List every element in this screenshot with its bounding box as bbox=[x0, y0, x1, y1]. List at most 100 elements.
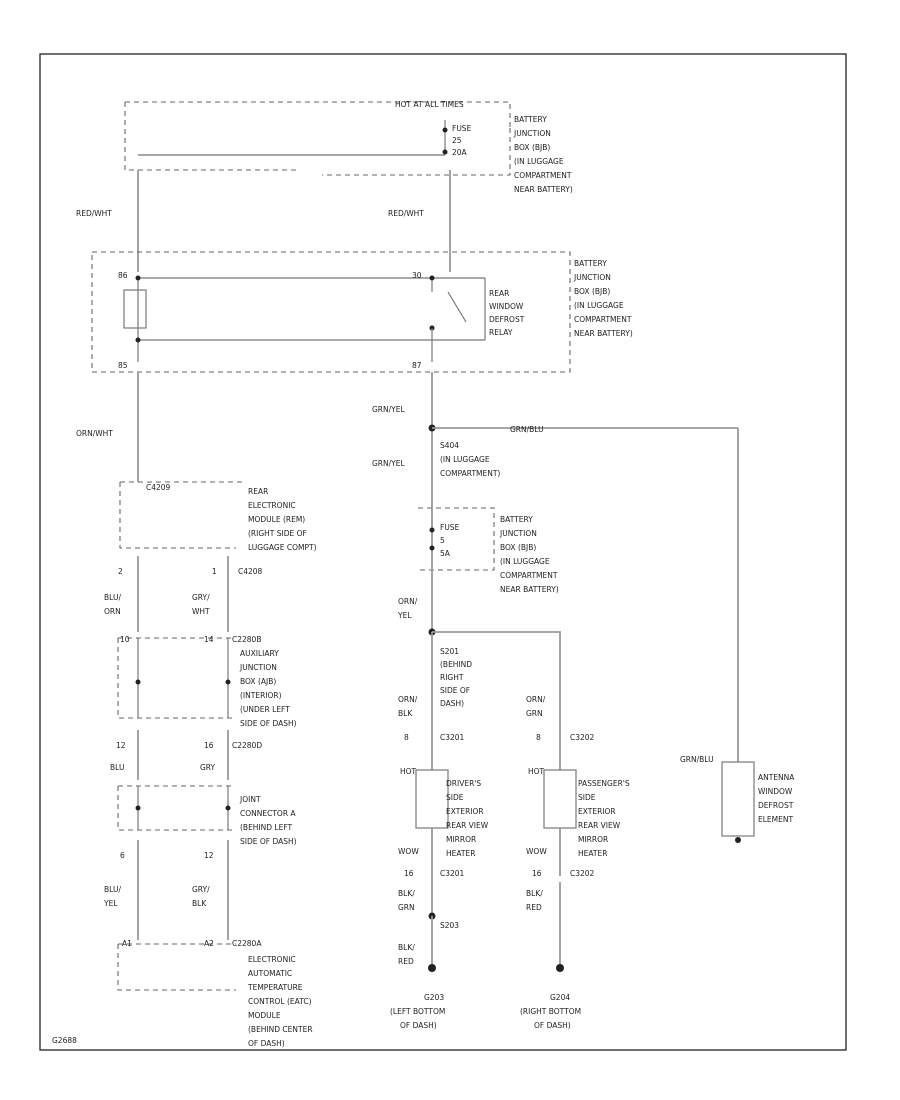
svg-text:BATTERY: BATTERY bbox=[574, 259, 607, 268]
wire-label-orn-yel-1: ORN/ bbox=[398, 597, 418, 606]
svg-text:DASH): DASH) bbox=[440, 699, 464, 708]
c2280b-pin-b: 14 bbox=[204, 635, 214, 644]
c3201-label: C3201 bbox=[440, 733, 465, 742]
relay-pin-87: 87 bbox=[412, 361, 422, 370]
fuse-top-label: FUSE 25 20A bbox=[452, 124, 472, 157]
svg-text:DEFROST: DEFROST bbox=[758, 801, 794, 810]
svg-text:ELECTRONIC: ELECTRONIC bbox=[248, 501, 296, 510]
wire-label-gry-blk-1: GRY/ bbox=[192, 885, 210, 894]
wire-label-orn-wht: ORN/WHT bbox=[76, 429, 113, 438]
svg-text:MIRROR: MIRROR bbox=[578, 835, 608, 844]
svg-text:WINDOW: WINDOW bbox=[758, 787, 793, 796]
svg-text:G204: G204 bbox=[550, 993, 570, 1002]
svg-text:TEMPERATURE: TEMPERATURE bbox=[247, 983, 303, 992]
svg-text:RIGHT: RIGHT bbox=[440, 673, 464, 682]
svg-text:COMPARTMENT: COMPARTMENT bbox=[514, 171, 572, 180]
svg-text:BATTERY: BATTERY bbox=[500, 515, 533, 524]
s203-label: S203 bbox=[440, 921, 459, 930]
relay-coil bbox=[123, 289, 147, 329]
svg-text:5A: 5A bbox=[440, 549, 451, 558]
svg-text:RELAY: RELAY bbox=[489, 328, 513, 337]
wire-label-orn-yel-2: YEL bbox=[397, 611, 412, 620]
svg-text:(RIGHT SIDE OF: (RIGHT SIDE OF bbox=[248, 529, 307, 538]
c3202-lower-label: C3202 bbox=[570, 869, 595, 878]
svg-text:REAR VIEW: REAR VIEW bbox=[446, 821, 489, 830]
svg-text:BOX (BJB): BOX (BJB) bbox=[514, 143, 550, 152]
svg-text:FUSE: FUSE bbox=[440, 523, 460, 532]
svg-text:DEFROST: DEFROST bbox=[489, 315, 525, 324]
c2280a-label: C2280A bbox=[232, 939, 262, 948]
ajb-label: AUXILIARY JUNCTION BOX (AJB) (INTERIOR) … bbox=[239, 649, 297, 728]
wire-label-red-wht-left: RED/WHT bbox=[76, 209, 112, 218]
svg-text:JUNCTION: JUNCTION bbox=[499, 529, 537, 538]
svg-text:BOX (BJB): BOX (BJB) bbox=[574, 287, 610, 296]
svg-text:25: 25 bbox=[452, 136, 462, 145]
c3201-pin: 8 bbox=[404, 733, 409, 742]
g204-ground bbox=[556, 964, 564, 972]
svg-text:G203: G203 bbox=[424, 993, 444, 1002]
c4208-pin: 1 bbox=[212, 567, 217, 576]
driver-heater-wow: WOW bbox=[398, 847, 419, 856]
c4209-pin: 2 bbox=[118, 567, 123, 576]
svg-text:MODULE (REM): MODULE (REM) bbox=[248, 515, 305, 524]
wire-label-blk-grn-1: BLK/ bbox=[398, 889, 415, 898]
svg-text:JUNCTION: JUNCTION bbox=[573, 273, 611, 282]
svg-text:WINDOW: WINDOW bbox=[489, 302, 524, 311]
c2280b-label: C2280B bbox=[232, 635, 261, 644]
c4209-label: C4209 bbox=[146, 483, 171, 492]
joint-pin-a: 6 bbox=[120, 851, 125, 860]
bjb-mid-box bbox=[91, 251, 571, 373]
svg-text:BOX (BJB): BOX (BJB) bbox=[500, 543, 536, 552]
g203-ground bbox=[428, 964, 436, 972]
wire-label-blu: BLU bbox=[110, 763, 124, 772]
svg-text:REAR VIEW: REAR VIEW bbox=[578, 821, 621, 830]
driver-heater-hot: HOT bbox=[400, 767, 417, 776]
c2280b-pin-a: 10 bbox=[120, 635, 130, 644]
wire-label-grn-yel-1: GRN/YEL bbox=[372, 405, 405, 414]
svg-text:COMPARTMENT): COMPARTMENT) bbox=[440, 469, 500, 478]
wire-label-gry-wht-1: GRY/ bbox=[192, 593, 210, 602]
svg-text:DRIVER'S: DRIVER'S bbox=[446, 779, 481, 788]
svg-text:SIDE: SIDE bbox=[446, 793, 464, 802]
svg-text:OF DASH): OF DASH) bbox=[534, 1021, 571, 1030]
svg-text:JUNCTION: JUNCTION bbox=[239, 663, 277, 672]
wire-label-gry-wht-2: WHT bbox=[192, 607, 210, 616]
wire-label-grn-blu-ant: GRN/BLU bbox=[680, 755, 714, 764]
svg-text:(IN LUGGAGE: (IN LUGGAGE bbox=[574, 301, 624, 310]
joint-connector-label: JOINT CONNECTOR A (BEHIND LEFT SIDE OF D… bbox=[239, 795, 297, 846]
svg-text:SIDE OF: SIDE OF bbox=[440, 686, 470, 695]
svg-text:REAR: REAR bbox=[489, 289, 509, 298]
svg-text:MIRROR: MIRROR bbox=[446, 835, 476, 844]
s201-label: S201 (BEHIND RIGHT SIDE OF DASH) bbox=[440, 647, 472, 708]
wire-label-gry-blk-2: BLK bbox=[192, 899, 207, 908]
wire-label-blu-yel-1: BLU/ bbox=[104, 885, 121, 894]
wire-label-orn-grn-1: ORN/ bbox=[526, 695, 546, 704]
driver-heater-label: DRIVER'S SIDE EXTERIOR REAR VIEW MIRROR … bbox=[446, 779, 489, 858]
svg-text:SIDE OF DASH): SIDE OF DASH) bbox=[240, 719, 297, 728]
svg-text:ELEMENT: ELEMENT bbox=[758, 815, 793, 824]
fuse-low-label: FUSE 5 5A bbox=[440, 523, 460, 558]
wire-label-red-wht-right: RED/WHT bbox=[388, 209, 424, 218]
svg-text:BOX (AJB): BOX (AJB) bbox=[240, 677, 276, 686]
driver-heater-element bbox=[415, 769, 449, 829]
g203-label: G203 (LEFT BOTTOM OF DASH) bbox=[390, 993, 445, 1030]
c3202-label: C3202 bbox=[570, 733, 595, 742]
passenger-heater-wow: WOW bbox=[526, 847, 547, 856]
svg-text:(INTERIOR): (INTERIOR) bbox=[240, 691, 282, 700]
svg-text:(BEHIND CENTER: (BEHIND CENTER bbox=[248, 1025, 313, 1034]
svg-text:COMPARTMENT: COMPARTMENT bbox=[500, 571, 558, 580]
svg-text:(IN LUGGAGE: (IN LUGGAGE bbox=[440, 455, 490, 464]
bjb-low-label: BATTERY JUNCTION BOX (BJB) (IN LUGGAGE C… bbox=[499, 515, 559, 594]
svg-text:EXTERIOR: EXTERIOR bbox=[446, 807, 484, 816]
joint-connector-box bbox=[117, 785, 232, 831]
svg-text:(BEHIND LEFT: (BEHIND LEFT bbox=[240, 823, 293, 832]
svg-text:SIDE OF DASH): SIDE OF DASH) bbox=[240, 837, 297, 846]
hot-at-all-times-note: HOT AT ALL TIMES bbox=[395, 100, 464, 109]
c3201-lower-label: C3201 bbox=[440, 869, 465, 878]
wire-label-blu-yel-2: YEL bbox=[103, 899, 118, 908]
svg-text:(IN LUGGAGE: (IN LUGGAGE bbox=[514, 157, 564, 166]
svg-text:AUXILIARY: AUXILIARY bbox=[240, 649, 279, 658]
svg-text:AUTOMATIC: AUTOMATIC bbox=[248, 969, 292, 978]
bjb-low-box bbox=[418, 507, 495, 571]
bjb-top-box bbox=[124, 101, 511, 176]
